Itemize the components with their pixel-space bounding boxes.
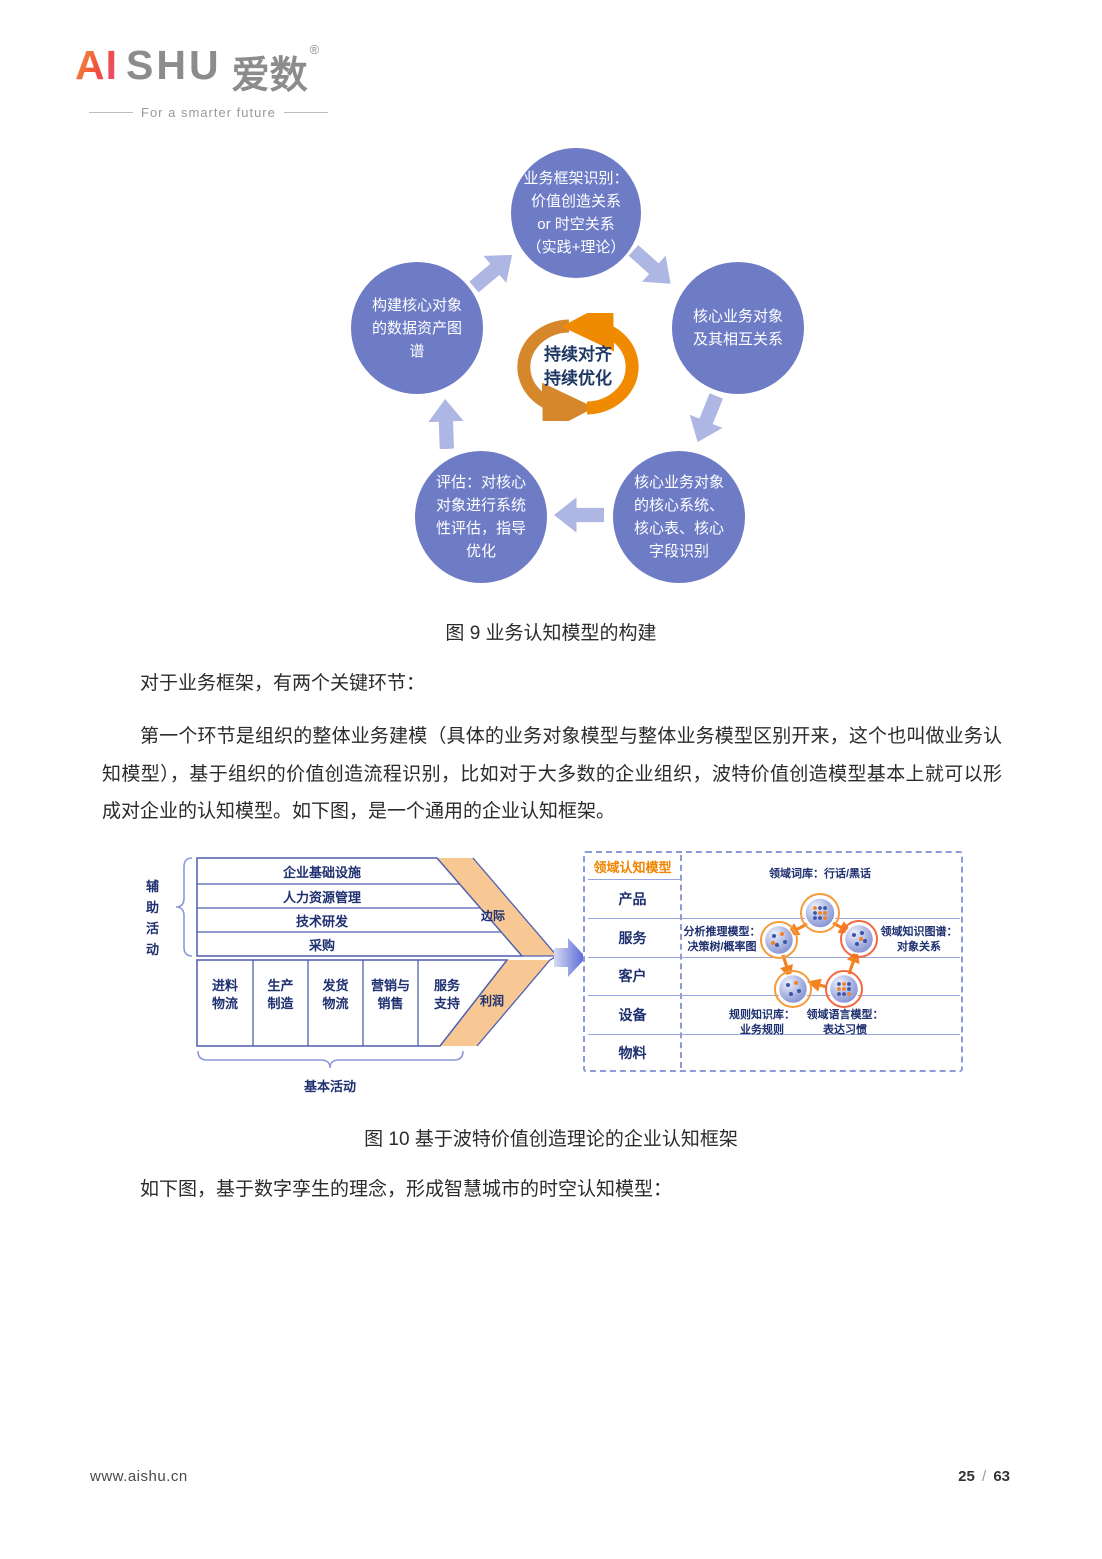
figure10-value-chain: 辅助活动 企业基础设施 人力资源管理 技术研发 采购 边际 进料 物流 生产 制… <box>140 850 586 1100</box>
figure10-caption: 图 10 基于波特价值创造理论的企业认知框架 <box>364 1129 738 1150</box>
continuous-cycle-icon <box>517 313 639 421</box>
net-label-reasoning: 分析推理模型： 决策树/概率图 <box>683 926 761 953</box>
figure9-caption: 图 9 业务认知模型的构建 <box>445 623 657 644</box>
primary-col-marketing: 营销与 销售 <box>370 978 410 1011</box>
cycle-node-bottomleft-label: 评估：对核心 对象进行系统 性评估，指导 优化 <box>435 474 526 560</box>
cycle-node-data-asset-map: 构建核心对象 的数据资产图 谱 <box>351 262 483 394</box>
margin-label: 边际 <box>481 909 506 923</box>
logo-tagline: For a smarter future <box>89 105 328 120</box>
domain-row-line-3 <box>588 995 960 996</box>
domain-model-divider <box>680 855 682 1068</box>
logo-ai-text: AI <box>75 42 118 88</box>
net-label-language-model: 领域语言模型： 表达习惯 <box>806 1009 884 1036</box>
support-row-rnd: 技术研发 <box>295 914 348 929</box>
footer-url: www.aishu.cn <box>90 1468 188 1485</box>
primary-col-service: 服务 支持 <box>433 978 460 1011</box>
net-label-lexicon: 领域词库：行话/黑话 <box>768 868 872 880</box>
net-label-rules: 规则知识库： 业务规则 <box>729 1009 795 1036</box>
cycle-arrow-bottomleft-to-left <box>424 398 468 449</box>
figure10-domain-model: 领域认知模型 产品 服务 客户 设备 物料 <box>583 851 963 1072</box>
ball-reasoning <box>760 921 798 959</box>
support-row-hr: 人力资源管理 <box>282 890 361 905</box>
primary-col-inbound: 进料 物流 <box>211 978 238 1011</box>
domain-row-customer: 客户 <box>618 968 647 984</box>
page-separator: / <box>981 1468 987 1485</box>
paragraph-1: 对于业务框架，有两个关键环节： <box>140 673 426 694</box>
ball-rules <box>774 970 812 1008</box>
tagline-text: For a smarter future <box>141 105 276 120</box>
cycle-node-evaluation: 评估：对核心 对象进行系统 性评估，指导 优化 <box>415 451 547 583</box>
ball-lexicon <box>800 893 840 933</box>
primary-col-production: 生产 制造 <box>267 978 294 1011</box>
tagline-dash-right <box>283 112 328 113</box>
knowledge-network-graphic <box>760 893 878 1008</box>
footer-page-number: 25 / 63 <box>958 1468 1010 1485</box>
aishu-logo: AI SHU 爱数 ® For a smarter future <box>75 42 328 120</box>
domain-row-equipment: 设备 <box>618 1006 647 1023</box>
cycle-node-business-framework: 业务框架识别： 价值创造关系 or 时空关系 （实践+理论） <box>511 148 641 278</box>
paragraph-2: 第一个环节是组织的整体业务建模（具体的业务对象模型与整体业务模型区别开来，这个也… <box>102 726 1002 822</box>
cycle-node-core-systems: 核心业务对象 的核心系统、 核心表、核心 字段识别 <box>613 451 745 583</box>
support-row-infrastructure: 企业基础设施 <box>282 865 361 880</box>
cycle-node-bottomright-label: 核心业务对象 的核心系统、 核心表、核心 字段识别 <box>633 474 724 560</box>
support-activities-label: 辅助活动 <box>146 879 160 957</box>
figure9-cycle-diagram: 业务框架识别： 价值创造关系 or 时空关系 （实践+理论） 核心业务对象 及其… <box>0 0 1102 610</box>
cycle-node-right-label: 核心业务对象 及其相互关系 <box>692 308 783 348</box>
cycle-center-label: 持续对齐 持续优化 <box>544 345 612 388</box>
primary-col-outbound: 发货 物流 <box>322 978 349 1011</box>
page-total: 63 <box>993 1468 1010 1485</box>
net-label-knowledge-graph: 领域知识图谱： 对象关系 <box>880 926 958 953</box>
cycle-node-core-objects: 核心业务对象 及其相互关系 <box>672 262 804 394</box>
domain-row-product: 产品 <box>618 890 647 907</box>
domain-header-line <box>588 879 680 880</box>
profit-label: 利润 <box>480 994 505 1008</box>
domain-row-service: 服务 <box>618 929 647 946</box>
logo-cn-text: 爱数 <box>231 55 308 97</box>
cycle-arrow-bottomright-to-bottomleft <box>554 494 604 536</box>
ball-knowledge-graph <box>840 920 878 958</box>
tagline-dash-left <box>89 112 133 113</box>
domain-row-line-4 <box>588 1034 960 1035</box>
support-row-procurement: 采购 <box>308 938 335 953</box>
logo-shu-text: SHU <box>126 42 222 88</box>
cycle-node-top-label: 业务框架识别： 价值创造关系 or 时空关系 （实践+理论） <box>523 170 629 256</box>
cycle-arrow-right-to-bottomright <box>678 388 736 450</box>
primary-activities-label: 基本活动 <box>303 1079 356 1094</box>
domain-row-material: 物料 <box>618 1045 647 1061</box>
chain-to-model-arrow <box>554 938 586 977</box>
domain-model-title: 领域认知模型 <box>593 859 672 875</box>
cycle-node-left-label: 构建核心对象 的数据资产图 谱 <box>371 296 462 360</box>
value-chain-shapes <box>175 857 586 1069</box>
page-current: 25 <box>958 1468 975 1485</box>
paragraph-3: 如下图，基于数字孪生的理念，形成智慧城市的时空认知模型： <box>140 1179 673 1200</box>
ball-language-model <box>825 970 863 1008</box>
domain-row-line-1 <box>588 918 960 919</box>
registered-mark: ® <box>309 42 320 57</box>
